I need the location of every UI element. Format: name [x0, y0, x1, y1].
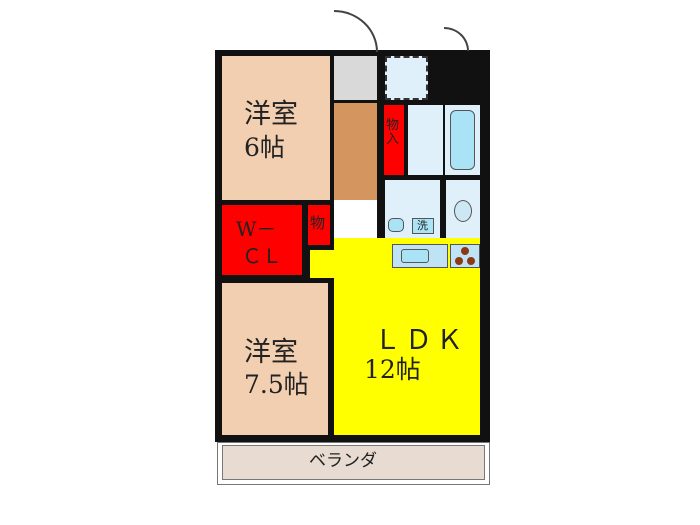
bathtub-icon: [450, 110, 475, 170]
hallway: [334, 103, 377, 200]
wcl-label-2: ＣＬ: [242, 244, 282, 268]
walk-in-closet: W－ ＣＬ: [222, 205, 302, 275]
entrance: [334, 56, 377, 100]
balcony: ベランダ: [217, 442, 490, 485]
storage-label: 物入: [386, 118, 400, 148]
washroom: [408, 105, 443, 175]
entrance-door-icon: [334, 10, 378, 52]
room-size: 6帖: [244, 133, 285, 162]
hall-door-gap: [334, 200, 377, 240]
balcony-floor: ベランダ: [222, 445, 485, 480]
room-western-6: 洋室 6帖: [222, 56, 330, 200]
storage-hall: 物入: [384, 105, 404, 175]
balcony-label: ベランダ: [309, 451, 377, 471]
washer-label: 洗: [417, 219, 428, 232]
room-size: 7.5帖: [244, 370, 309, 399]
toilet-icon: [454, 200, 472, 222]
washer-icon: 洗: [412, 218, 434, 234]
sink-icon: [388, 218, 404, 232]
wcl-label-1: W－: [236, 217, 277, 241]
storage-small: 物: [308, 205, 330, 245]
service-door-icon: [444, 27, 469, 51]
room-ldk: ＬＤＫ 12帖: [334, 238, 480, 435]
toilet: [446, 180, 480, 238]
room-name: ＬＤＫ: [374, 325, 467, 356]
laundry-area: 洗: [385, 180, 440, 238]
room-size: 12帖: [364, 355, 421, 384]
ventilation-icon: [385, 56, 428, 100]
stove-icon: [450, 244, 480, 268]
kitchen-sink-icon: [392, 244, 448, 268]
room-western-7-5: 洋室 7.5帖: [222, 283, 328, 435]
storage-label: 物: [310, 214, 326, 232]
room-name: 洋室: [244, 99, 298, 130]
basin-icon: [401, 249, 429, 263]
room-name: 洋室: [244, 337, 298, 368]
bathroom: [445, 105, 480, 175]
